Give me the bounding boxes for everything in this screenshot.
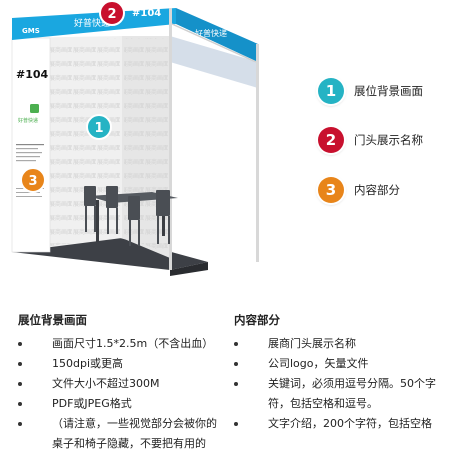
list-item: 关键词，必须用逗号分隔。50个字符，包括空格和逗号。 [234, 374, 444, 414]
legend-label-background: 展位背景画面 [354, 84, 423, 98]
background-spec-section: 展位背景画面 画面尺寸1.5*2.5m（不含出血） 150dpi或更高 文件大小… [18, 312, 218, 454]
header-text-right: 好普快递 [195, 28, 227, 38]
legend-marker-2: 2 [318, 127, 344, 153]
frame-post-front [169, 8, 172, 270]
table-leg-left [96, 200, 99, 242]
list-item: 画面尺寸1.5*2.5m（不含出血） [18, 334, 218, 354]
legend-item-background: 1 展位背景画面 [318, 77, 450, 105]
content-spec-list: 展商门头展示名称 公司logo，矢量文件 关键词，必须用逗号分隔。50个字符，包… [234, 334, 444, 434]
list-item: 公司logo，矢量文件 [234, 354, 444, 374]
list-item: 150dpi或更高 [18, 354, 218, 374]
legend-label-header-name: 门头展示名称 [354, 133, 423, 147]
wall-logo-icon [30, 104, 39, 113]
wall-logo-text: 好普快递 [18, 117, 38, 124]
marker-1 [86, 114, 112, 140]
marker-2 [99, 0, 125, 26]
list-item: 文字介绍，200个字符，包括空格 [234, 414, 444, 434]
marker-3 [20, 167, 46, 193]
right-side-panel [170, 36, 258, 88]
legend-label-content: 内容部分 [354, 183, 400, 197]
legend-marker-3: 3 [318, 177, 344, 203]
legend-item-content: 3 内容部分 [318, 176, 450, 204]
header-booth-number: #104 [132, 8, 161, 19]
legend-item-header-name: 2 门头展示名称 [318, 126, 450, 154]
list-item: （请注意，一些视觉部分会被你的桌子和椅子隐藏，不要把有用的 [18, 414, 218, 454]
background-spec-title: 展位背景画面 [18, 313, 87, 327]
list-item: PDF或JPEG格式 [18, 394, 218, 414]
header-logo: GMS [22, 27, 40, 35]
list-item: 文件大小不超过300M [18, 374, 218, 394]
table-leg-right [162, 198, 165, 236]
side-wall-print [50, 38, 120, 246]
legend-marker-1: 1 [318, 78, 344, 104]
header-text-left: 好普快递 [74, 17, 110, 29]
content-spec-title: 内容部分 [234, 313, 280, 327]
marker-3-label: 3 [28, 174, 37, 189]
marker-1-label: 1 [94, 121, 103, 136]
booth-number: #104 [16, 68, 49, 81]
content-spec-section: 内容部分 展商门头展示名称 公司logo，矢量文件 关键词，必须用逗号分隔。50… [234, 312, 444, 434]
background-spec-list: 画面尺寸1.5*2.5m（不含出血） 150dpi或更高 文件大小不超过300M… [18, 334, 218, 454]
chairs [84, 186, 170, 246]
booth-floor-front [170, 262, 208, 276]
list-item: 展商门头展示名称 [234, 334, 444, 354]
header-fascia-left [12, 8, 176, 40]
marker-2-label: 2 [107, 7, 116, 22]
frame-post-right [256, 44, 259, 262]
header-fascia-right [176, 8, 258, 62]
